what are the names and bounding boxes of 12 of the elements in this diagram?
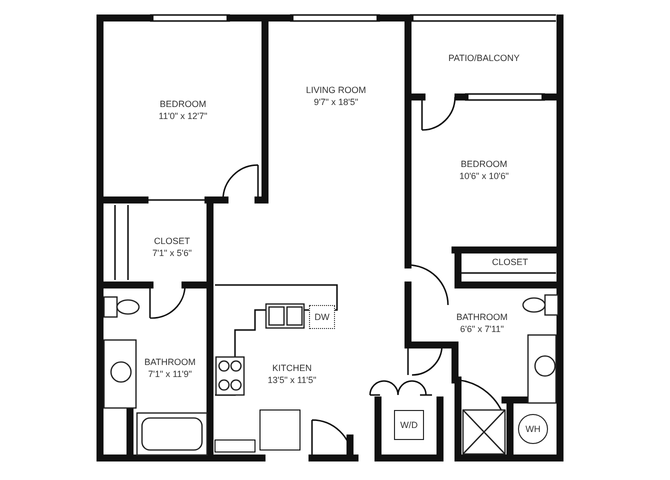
room-label: PATIO/BALCONY [448,52,520,64]
room-label: LIVING ROOM 9'7" x 18'5" [306,84,366,108]
dishwasher-box: DW [309,305,335,329]
room-label: BATHROOM 7'1" x 11'9" [144,356,196,380]
room-label: BEDROOM 11'0" x 12'7" [158,98,208,122]
washer-dryer-box: W/D [394,410,424,440]
water-heater-circle: WH [518,414,548,444]
room-label: KITCHEN 13'5" x 11'5" [268,362,316,386]
room-label: CLOSET 7'1" x 5'6" [152,235,192,259]
room-label: CLOSET [492,256,528,268]
room-label: BATHROOM 6'6" x 7'11" [456,311,508,335]
room-label: BEDROOM 10'6" x 10'6" [459,158,509,182]
